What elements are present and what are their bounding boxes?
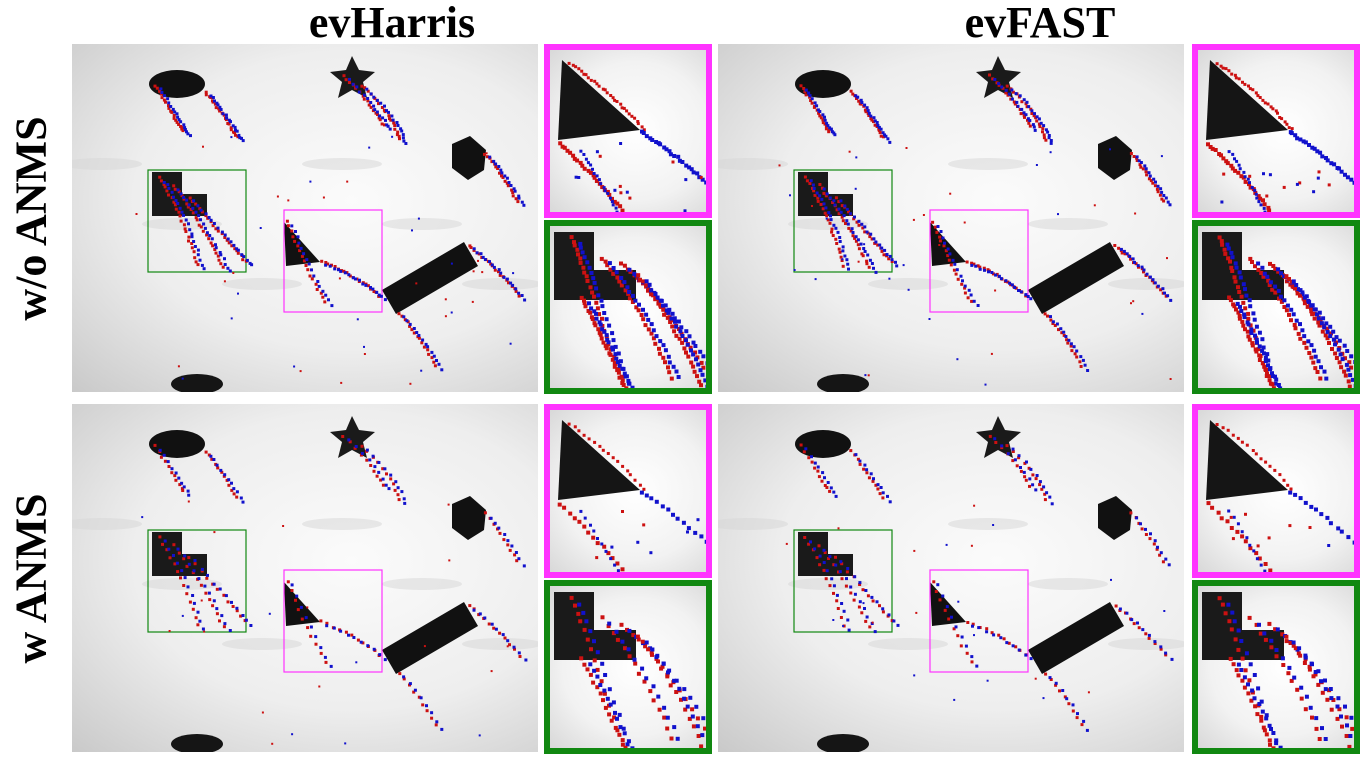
- zoom-crop-triangle: [544, 44, 712, 218]
- column-title-evfast: evFAST: [964, 0, 1116, 47]
- zoom-crop-triangle: [1192, 44, 1360, 218]
- zoom-crop-l-shape: [544, 580, 712, 754]
- panel-evfast-without-anms: [718, 44, 1184, 392]
- zoom-crop-l-shape: [544, 220, 712, 394]
- row-label-without-anms: w/o ANMS: [0, 44, 62, 392]
- row-label-with-anms: w ANMS: [0, 404, 62, 752]
- zoom-crop-l-shape: [1192, 220, 1360, 394]
- zoom-crop-l-shape: [1192, 580, 1360, 754]
- zoom-crop-triangle: [544, 404, 712, 578]
- column-title-evharris: evHarris: [308, 0, 476, 47]
- row-label-text: w ANMS: [6, 493, 56, 663]
- zoom-crop-triangle: [1192, 404, 1360, 578]
- panel-evharris-without-anms: [72, 44, 538, 392]
- panel-evharris-with-anms: [72, 404, 538, 752]
- panel-evfast-with-anms: [718, 404, 1184, 752]
- row-label-text: w/o ANMS: [6, 115, 56, 321]
